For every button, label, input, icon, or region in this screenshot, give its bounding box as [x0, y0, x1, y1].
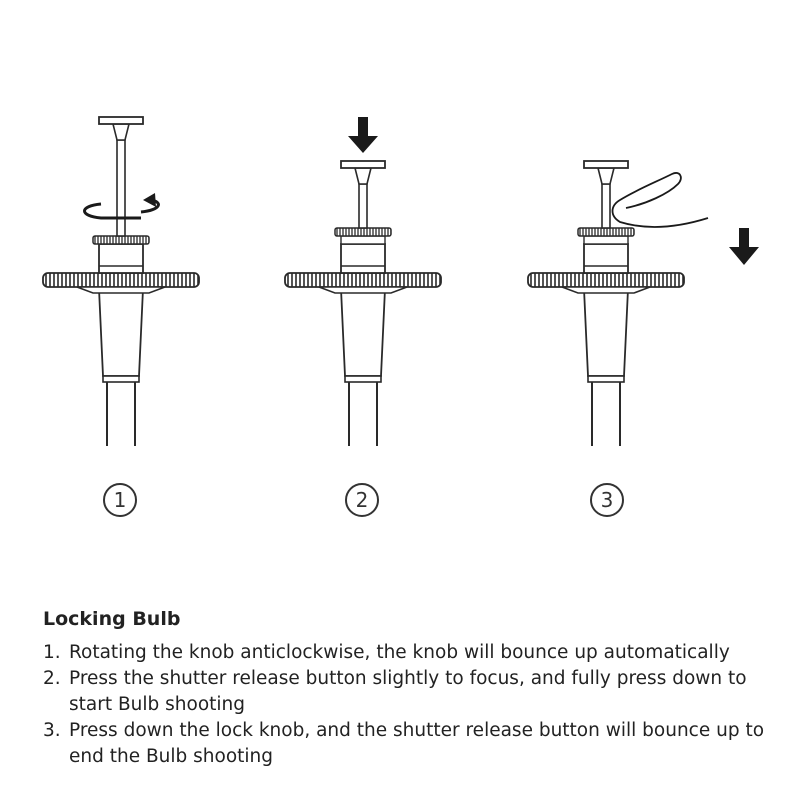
figure-step-3 — [527, 160, 759, 447]
list-item-text: Press the shutter release button slightl… — [69, 668, 747, 715]
down-arrow-icon — [348, 117, 378, 153]
down-arrow-icon — [729, 228, 759, 265]
list-item: 3. Press down the lock knob, and the shu… — [43, 718, 793, 770]
instructions-title: Locking Bulb — [43, 608, 181, 630]
list-item: 1. Rotating the knob anticlockwise, the … — [43, 640, 793, 666]
step-number-3: 3 — [590, 483, 624, 517]
list-item-number: 2. — [43, 668, 61, 689]
step-number-1: 1 — [103, 483, 137, 517]
instructions-panel: Locking Bulb 1. Rotating the knob anticl… — [43, 608, 793, 770]
list-item-text: Rotating the knob anticlockwise, the kno… — [69, 642, 730, 663]
instructions-list: 1. Rotating the knob anticlockwise, the … — [43, 640, 793, 770]
shutter-lock-diagram — [42, 116, 759, 447]
list-item-text: Press down the lock knob, and the shutte… — [69, 720, 765, 767]
list-item: 2. Press the shutter release button slig… — [43, 666, 793, 718]
list-item-number: 1. — [43, 642, 61, 663]
rotate-arrow-icon — [83, 193, 160, 220]
finger-icon — [611, 172, 709, 228]
step-number-2: 2 — [345, 483, 379, 517]
figure-step-1 — [42, 116, 200, 447]
list-item-number: 3. — [43, 720, 61, 741]
figure-step-2 — [284, 117, 442, 447]
